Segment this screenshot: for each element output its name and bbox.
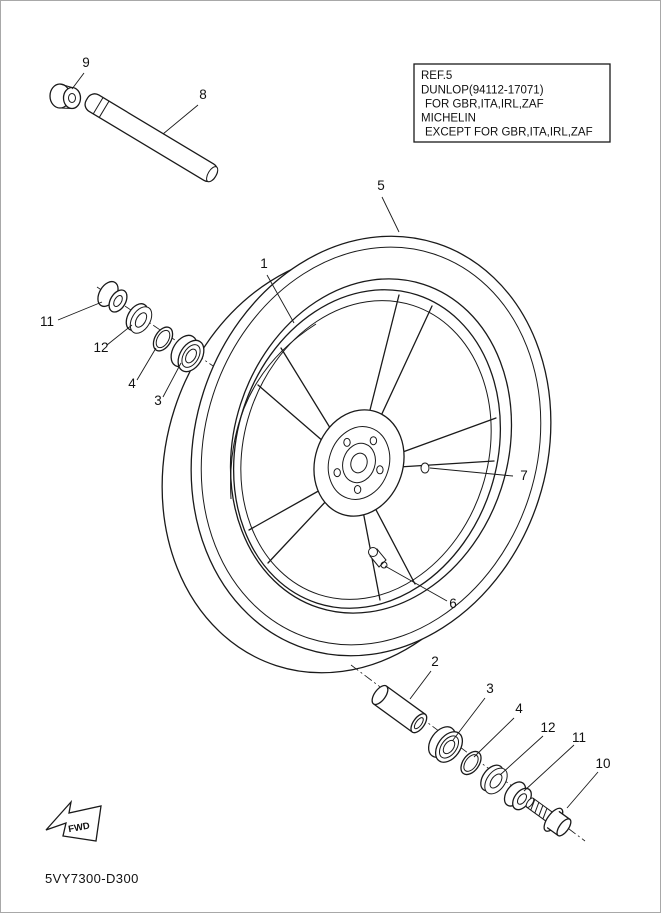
callout-number: 3 xyxy=(154,393,162,408)
callout-number: 4 xyxy=(128,376,136,391)
callout-number: 11 xyxy=(572,730,586,745)
hub-bolt-hole xyxy=(343,437,351,447)
leader-line xyxy=(71,72,85,90)
spokes xyxy=(248,294,497,601)
fwd-label: FWD xyxy=(68,821,91,836)
ref-line-5: EXCEPT FOR GBR,ITA,IRL,ZAF xyxy=(425,127,593,139)
oil-seal-part12-left xyxy=(125,303,153,334)
ref-line-1: REF.5 xyxy=(421,70,452,82)
callout-number: 4 xyxy=(515,701,523,716)
hub xyxy=(313,409,430,517)
callout-number: 10 xyxy=(595,756,610,771)
hub-bolt-hole xyxy=(369,436,378,446)
leader-line xyxy=(384,565,448,602)
callout-number: 8 xyxy=(199,87,207,102)
leader-line xyxy=(473,717,515,758)
callout-number: 3 xyxy=(486,681,494,696)
axle-bore xyxy=(350,452,368,474)
leader-line xyxy=(106,324,133,346)
callout-number: 12 xyxy=(540,720,555,735)
bearing-part3-left xyxy=(170,334,205,373)
hub-bolt-hole xyxy=(333,468,341,478)
callout-number: 11 xyxy=(40,314,54,329)
drawing-number: 5VY7300-D300 xyxy=(45,871,139,886)
callout-number: 12 xyxy=(93,340,108,355)
callouts: 9 8 5 1 11 12 4 3 7 6 2 3 4 12 11 10 xyxy=(40,55,611,771)
leader-line xyxy=(136,347,157,381)
bearing-part3-right xyxy=(427,726,464,763)
leader-line xyxy=(162,362,182,398)
collar-part11-left xyxy=(97,280,128,313)
rim-back-lip xyxy=(230,323,317,500)
tire-tread-line xyxy=(200,246,542,646)
leader-line xyxy=(429,467,514,477)
leader-line xyxy=(452,697,486,741)
rotor-bolt xyxy=(420,462,430,474)
ref-line-3: FOR GBR,ITA,IRL,ZAF xyxy=(425,99,544,111)
washer-part4-left xyxy=(152,326,174,352)
leader-line xyxy=(381,196,400,233)
callout-number: 1 xyxy=(260,256,268,271)
rim xyxy=(230,289,502,609)
hub-bolt-hole xyxy=(353,485,362,494)
callout-number: 5 xyxy=(377,178,385,193)
leader-lines xyxy=(57,72,599,809)
ref-line-4: MICHELIN xyxy=(421,113,476,125)
ref-note-box: REF.5 DUNLOP(94112-17071) FOR GBR,ITA,IR… xyxy=(413,63,611,143)
fwd-marker: FWD xyxy=(45,799,102,842)
callout-number: 2 xyxy=(431,654,439,669)
spacer-part2 xyxy=(371,684,428,734)
leader-line xyxy=(499,735,544,776)
callout-number: 6 xyxy=(449,596,457,611)
leader-line xyxy=(523,744,575,792)
leader-line xyxy=(566,771,599,809)
front-wheel-assembly xyxy=(161,235,552,674)
rim-inner-lip xyxy=(240,300,492,600)
front-axle-part8 xyxy=(84,93,219,183)
callout-number: 9 xyxy=(82,55,90,70)
oil-seal-part12-right xyxy=(480,764,508,795)
leader-line xyxy=(266,274,295,324)
leader-line xyxy=(57,301,103,321)
axle-cap-part9 xyxy=(49,83,82,110)
valve-stem xyxy=(368,547,388,569)
fwd-arrow-icon xyxy=(45,799,102,842)
ref-line-2: DUNLOP(94112-17071) xyxy=(421,85,544,97)
axle-bolt-part10 xyxy=(525,797,572,837)
leader-line xyxy=(409,670,432,700)
ref-box-frame xyxy=(413,63,611,143)
callout-number: 7 xyxy=(520,468,528,483)
leader-line xyxy=(162,104,199,135)
hub-bolt-hole xyxy=(376,465,384,475)
washer-part4-right xyxy=(460,750,482,776)
